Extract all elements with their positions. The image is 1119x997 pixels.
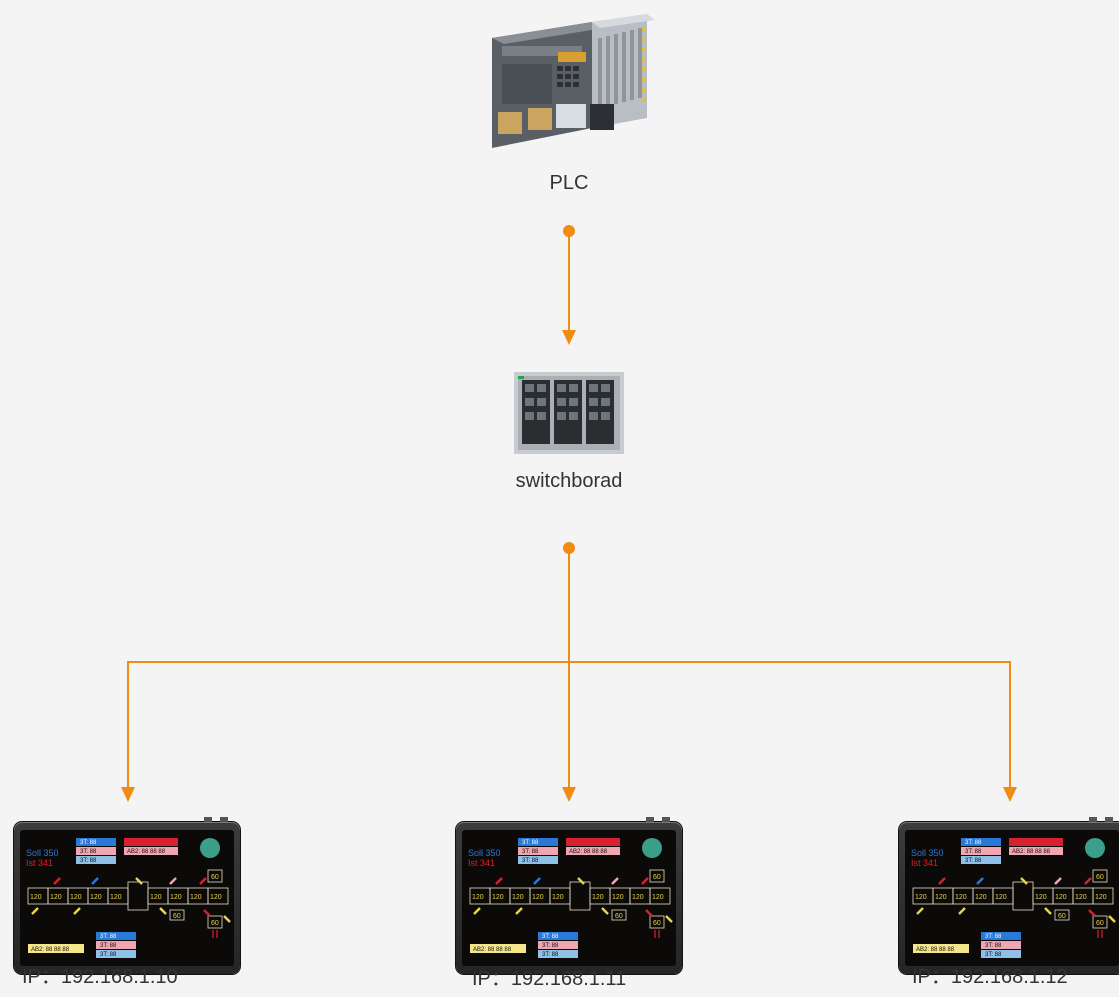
small-value: 60 — [211, 920, 219, 927]
roller-value: 120 — [512, 894, 524, 901]
roller-value: 120 — [995, 894, 1007, 901]
roller-value: 120 — [170, 894, 182, 901]
tag-text: 3T: 88 — [985, 934, 1002, 940]
ist-text: Ist 341 — [26, 858, 53, 868]
tag-text: 3T: 88 — [542, 934, 559, 940]
tag-text: 3T: 88 — [542, 943, 559, 949]
small-value: 60 — [1096, 920, 1104, 927]
panel2-arrow-head — [562, 787, 576, 802]
hmi-screen: Soll 350 Ist 341 3T: 88 3T: 88 3T: 88 AB… — [905, 830, 1119, 966]
roller-value: 120 — [935, 894, 947, 901]
plc-image — [492, 14, 655, 148]
tag-text: 3T: 88 — [100, 952, 117, 958]
ab2-text: AB2: 88 88 88 — [916, 947, 955, 953]
tag-text: 3T: 88 — [965, 849, 982, 855]
hmi-screen-graphic: Soll 350 Ist 341 3T: 88 3T: 88 3T: 88 AB… — [911, 838, 1116, 958]
roller-value: 120 — [70, 894, 82, 901]
plc-label: PLC — [549, 172, 589, 194]
roller-value: 120 — [190, 894, 202, 901]
roller-value: 120 — [492, 894, 504, 901]
roller-value: 120 — [532, 894, 544, 901]
tag-text: 3T: 88 — [965, 858, 982, 864]
status-lamp — [642, 838, 662, 858]
hmi-screen-graphic: Soll 350 Ist 341 3T: 88 3T: 88 3T: 88 AB… — [26, 838, 231, 958]
small-value: 60 — [615, 913, 623, 920]
panel-2-ip: IP：192.168.1.11 — [472, 968, 627, 990]
tag-text: 3T: 88 — [100, 943, 117, 949]
switch-device — [514, 372, 624, 454]
roller-value: 120 — [592, 894, 604, 901]
bus-wire — [127, 661, 1011, 787]
roller-value: 120 — [30, 894, 42, 901]
small-value: 60 — [211, 874, 219, 881]
tag-text: 3T: 88 — [542, 952, 559, 958]
tag-text: 3T: 88 — [985, 952, 1002, 958]
status-lamp — [200, 838, 220, 858]
tag-text: 3T: 88 — [965, 840, 982, 846]
roller-value: 120 — [915, 894, 927, 901]
roller-value: 120 — [652, 894, 664, 901]
soll-text: Soll 350 — [468, 848, 501, 858]
roller-value: 120 — [552, 894, 564, 901]
small-value: 60 — [1058, 913, 1066, 920]
small-value: 60 — [653, 874, 661, 881]
roller-value: 120 — [955, 894, 967, 901]
roller-value: 120 — [210, 894, 222, 901]
soll-text: Soll 350 — [26, 848, 59, 858]
tag-text: 3T: 88 — [80, 858, 97, 864]
hmi-screen: Soll 350 Ist 341 3T: 88 3T: 88 3T: 88 AB… — [20, 830, 234, 966]
status-lamp — [1085, 838, 1105, 858]
switch-label: switchborad — [515, 470, 623, 492]
roller-value: 120 — [50, 894, 62, 901]
roller-value: 120 — [1095, 894, 1107, 901]
ist-text: Ist 341 — [468, 858, 495, 868]
switch-arrow-head — [562, 330, 576, 345]
roller-value: 120 — [150, 894, 162, 901]
ab2-text: AB2: 88 88 88 — [127, 849, 166, 855]
switch-image — [514, 372, 624, 454]
soll-text: Soll 350 — [911, 848, 944, 858]
tag-text: 3T: 88 — [985, 943, 1002, 949]
tag-text: 3T: 88 — [522, 849, 539, 855]
roller-value: 120 — [110, 894, 122, 901]
tag-text: 3T: 88 — [522, 858, 539, 864]
small-value: 60 — [173, 913, 181, 920]
panel-3-ip: IP：192.168.1.12 — [912, 966, 1068, 988]
tag-text: 3T: 88 — [80, 840, 97, 846]
small-value: 60 — [653, 920, 661, 927]
panel1-arrow-head — [121, 787, 135, 802]
ab2-text: AB2: 88 88 88 — [473, 947, 512, 953]
ab2-text: AB2: 88 88 88 — [1012, 849, 1051, 855]
hmi-screen: Soll 350 Ist 341 3T: 88 3T: 88 3T: 88 AB… — [462, 830, 676, 966]
tag-text: 3T: 88 — [522, 840, 539, 846]
ist-text: Ist 341 — [911, 858, 938, 868]
tag-text: 3T: 88 — [80, 849, 97, 855]
hmi-panel: Soll 350 Ist 341 3T: 88 3T: 88 3T: 88 AB… — [899, 817, 1119, 974]
hmi-panel: Soll 350 Ist 341 3T: 88 3T: 88 3T: 88 AB… — [14, 817, 240, 974]
hmi-panel: Soll 350 Ist 341 3T: 88 3T: 88 3T: 88 AB… — [456, 817, 682, 974]
roller-value: 120 — [1035, 894, 1047, 901]
roller-value: 120 — [1055, 894, 1067, 901]
small-value: 60 — [1096, 874, 1104, 881]
roller-value: 120 — [632, 894, 644, 901]
hmi-screen-graphic: Soll 350 Ist 341 3T: 88 3T: 88 3T: 88 AB… — [468, 838, 673, 958]
roller-value: 120 — [472, 894, 484, 901]
roller-value: 120 — [1075, 894, 1087, 901]
roller-value: 120 — [612, 894, 624, 901]
panel3-arrow-head — [1003, 787, 1017, 802]
roller-value: 120 — [975, 894, 987, 901]
ab2-text: AB2: 88 88 88 — [569, 849, 608, 855]
plc-device — [472, 8, 672, 158]
tag-text: 3T: 88 — [100, 934, 117, 940]
ab2-text: AB2: 88 88 88 — [31, 947, 70, 953]
roller-value: 120 — [90, 894, 102, 901]
panel-1-ip: IP：192.168.1.10 — [22, 966, 178, 988]
